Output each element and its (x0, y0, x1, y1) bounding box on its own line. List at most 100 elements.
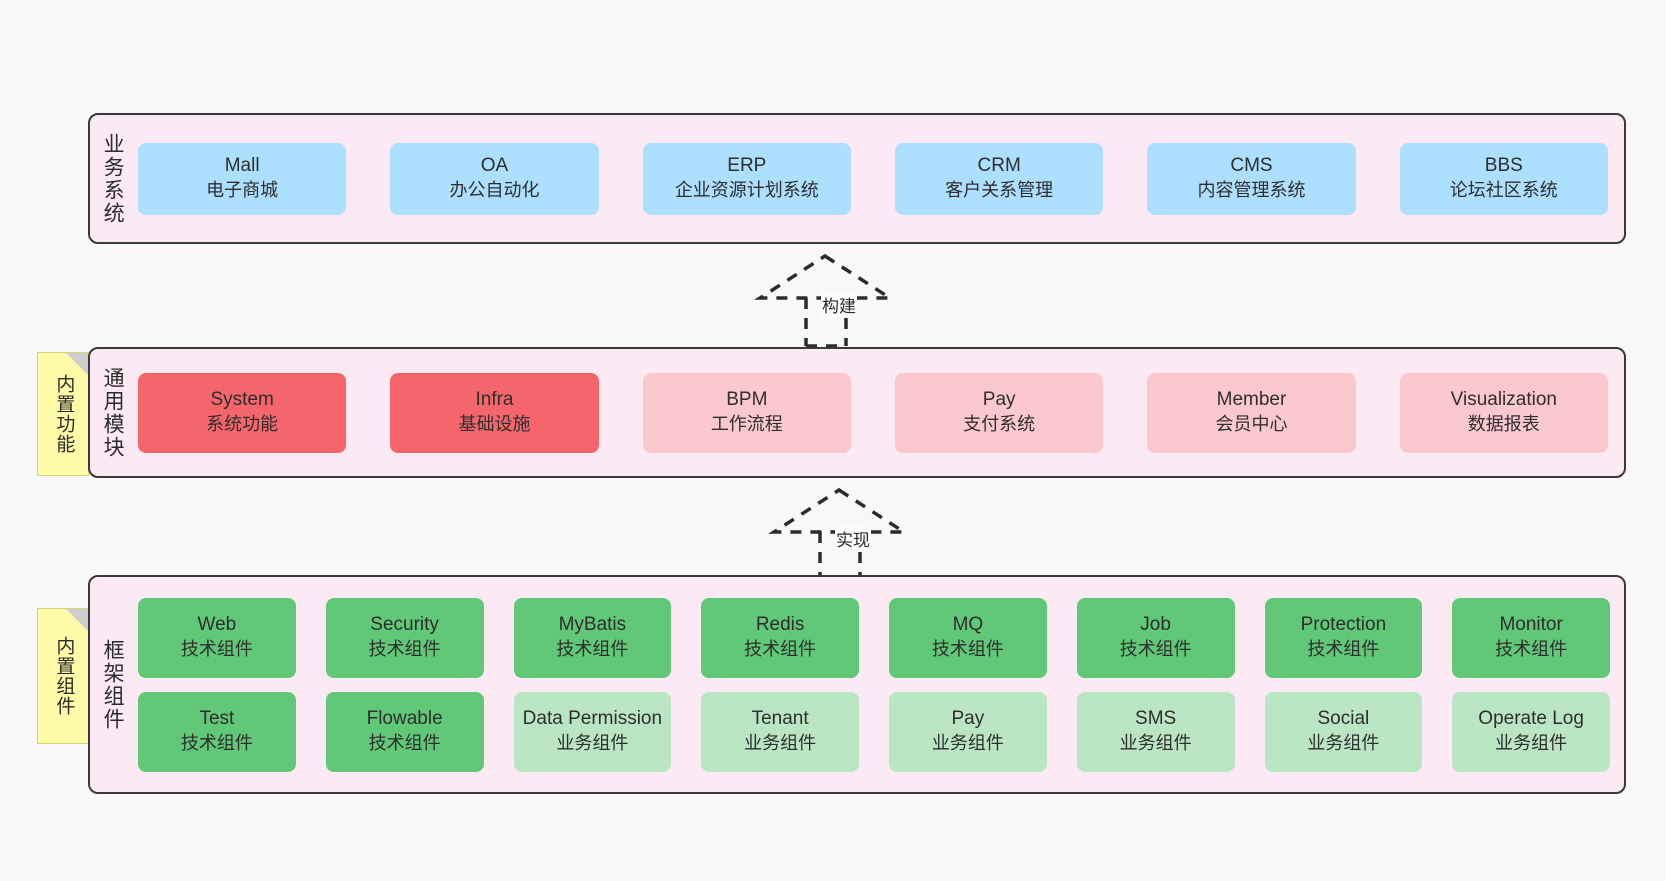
framework-component-card-operate-log[interactable]: Operate Log 业务组件 (1452, 691, 1610, 772)
implement-relation-arrow (768, 487, 910, 580)
framework-component-card-desc: 技术组件 (368, 733, 441, 754)
business-system-card-desc: 内容管理系统 (1197, 180, 1306, 201)
common-module-card-name: System (210, 389, 274, 411)
business-system-card-name: Mall (224, 155, 260, 177)
business-system-card-name: ERP (727, 155, 767, 177)
framework-component-card-name: MQ (952, 614, 984, 636)
framework-component-card-name: Redis (755, 614, 805, 636)
framework-layer-title: 框架组件 (101, 638, 125, 731)
note-builtin-component: 内置组件 (37, 608, 89, 744)
framework-component-card-data-permission[interactable]: Data Permission 业务组件 (513, 691, 672, 772)
framework-component-card-mq[interactable]: MQ 技术组件 (889, 597, 1047, 678)
framework-component-card-desc: 技术组件 (180, 639, 253, 660)
note-builtin-function: 内置功能 (37, 352, 89, 476)
framework-component-card-name: Pay (951, 708, 985, 730)
common-module-card-system[interactable]: System 系统功能 (138, 372, 347, 453)
framework-component-card-name: Job (1140, 614, 1171, 636)
business-system-card-cms[interactable]: CMS 内容管理系统 (1147, 142, 1356, 215)
framework-component-card-flowable[interactable]: Flowable 技术组件 (325, 691, 484, 772)
build-arrow-head (754, 253, 896, 300)
note-builtin-function-label: 内置功能 (53, 374, 75, 454)
business-system-card-desc: 论坛社区系统 (1449, 180, 1558, 201)
modules-layer-title: 通用模块 (101, 366, 125, 459)
framework-component-card-social[interactable]: Social 业务组件 (1264, 691, 1423, 772)
business-system-card-desc: 办公自动化 (449, 180, 540, 201)
common-module-card-name: BPM (726, 389, 768, 411)
framework-component-card-desc: 技术组件 (1495, 639, 1568, 660)
framework-component-card-desc: 业务组件 (744, 733, 817, 754)
framework-component-card-protection[interactable]: Protection 技术组件 (1264, 597, 1423, 678)
business-layer-title: 业务系统 (101, 132, 125, 225)
framework-component-card-desc: 业务组件 (1307, 733, 1380, 754)
framework-component-card-name: Security (370, 614, 439, 636)
framework-component-card-name: Web (197, 614, 237, 636)
framework-component-card-desc: 业务组件 (556, 733, 629, 754)
common-module-card-desc: 数据报表 (1467, 414, 1540, 435)
common-module-card-name: Infra (475, 389, 514, 411)
framework-component-card-web[interactable]: Web 技术组件 (138, 597, 296, 678)
common-module-card-desc: 系统功能 (206, 414, 279, 435)
framework-component-card-name: Protection (1300, 614, 1387, 636)
build-arrow-stem-bottom (806, 344, 846, 348)
build-relation-arrow (754, 253, 896, 346)
framework-component-card-pay[interactable]: Pay 业务组件 (889, 691, 1047, 772)
framework-component-card-name: Test (199, 708, 235, 730)
framework-component-card-mybatis[interactable]: MyBatis 技术组件 (513, 597, 672, 678)
framework-component-card-desc: 业务组件 (1119, 733, 1192, 754)
business-system-card-desc: 客户关系管理 (945, 180, 1054, 201)
framework-component-card-desc: 技术组件 (931, 639, 1004, 660)
business-system-card-desc: 企业资源计划系统 (674, 180, 819, 201)
framework-component-card-name: SMS (1135, 708, 1177, 730)
note-builtin-component-label: 内置组件 (53, 636, 75, 716)
common-module-card-visualization[interactable]: Visualization 数据报表 (1399, 372, 1608, 453)
business-system-card-crm[interactable]: CRM 客户关系管理 (894, 142, 1104, 215)
framework-component-card-desc: 业务组件 (1495, 733, 1568, 754)
framework-component-card-desc: 技术组件 (368, 639, 441, 660)
business-system-card-bbs[interactable]: BBS 论坛社区系统 (1399, 142, 1608, 215)
framework-component-card-desc: 技术组件 (744, 639, 817, 660)
framework-component-card-desc: 技术组件 (1307, 639, 1380, 660)
implement-arrow-head (768, 487, 910, 534)
framework-component-card-name: Social (1317, 708, 1370, 730)
business-system-card-name: CRM (977, 155, 1021, 177)
framework-component-card-name: Data Permission (522, 708, 663, 730)
business-system-card-name: CMS (1230, 155, 1273, 177)
framework-component-card-name: Operate Log (1478, 708, 1584, 730)
framework-component-card-desc: 技术组件 (556, 639, 629, 660)
business-system-card-oa[interactable]: OA 办公自动化 (390, 142, 599, 215)
common-module-card-name: Member (1216, 389, 1287, 411)
business-system-card-erp[interactable]: ERP 企业资源计划系统 (642, 142, 851, 215)
framework-component-card-sms[interactable]: SMS 业务组件 (1076, 691, 1235, 772)
framework-component-card-name: MyBatis (558, 614, 627, 636)
business-system-card-name: OA (480, 155, 509, 177)
framework-component-card-security[interactable]: Security 技术组件 (325, 597, 484, 678)
business-system-card-name: BBS (1484, 155, 1523, 177)
framework-component-card-tenant[interactable]: Tenant 业务组件 (701, 691, 859, 772)
framework-component-card-desc: 业务组件 (931, 733, 1004, 754)
framework-component-card-name: Flowable (366, 708, 443, 730)
common-module-card-name: Visualization (1450, 389, 1557, 411)
framework-component-card-job[interactable]: Job 技术组件 (1076, 597, 1235, 678)
framework-component-card-redis[interactable]: Redis 技术组件 (701, 597, 859, 678)
common-module-card-desc: 支付系统 (963, 414, 1036, 435)
framework-component-card-desc: 技术组件 (1119, 639, 1192, 660)
framework-component-card-name: Tenant (751, 708, 809, 730)
